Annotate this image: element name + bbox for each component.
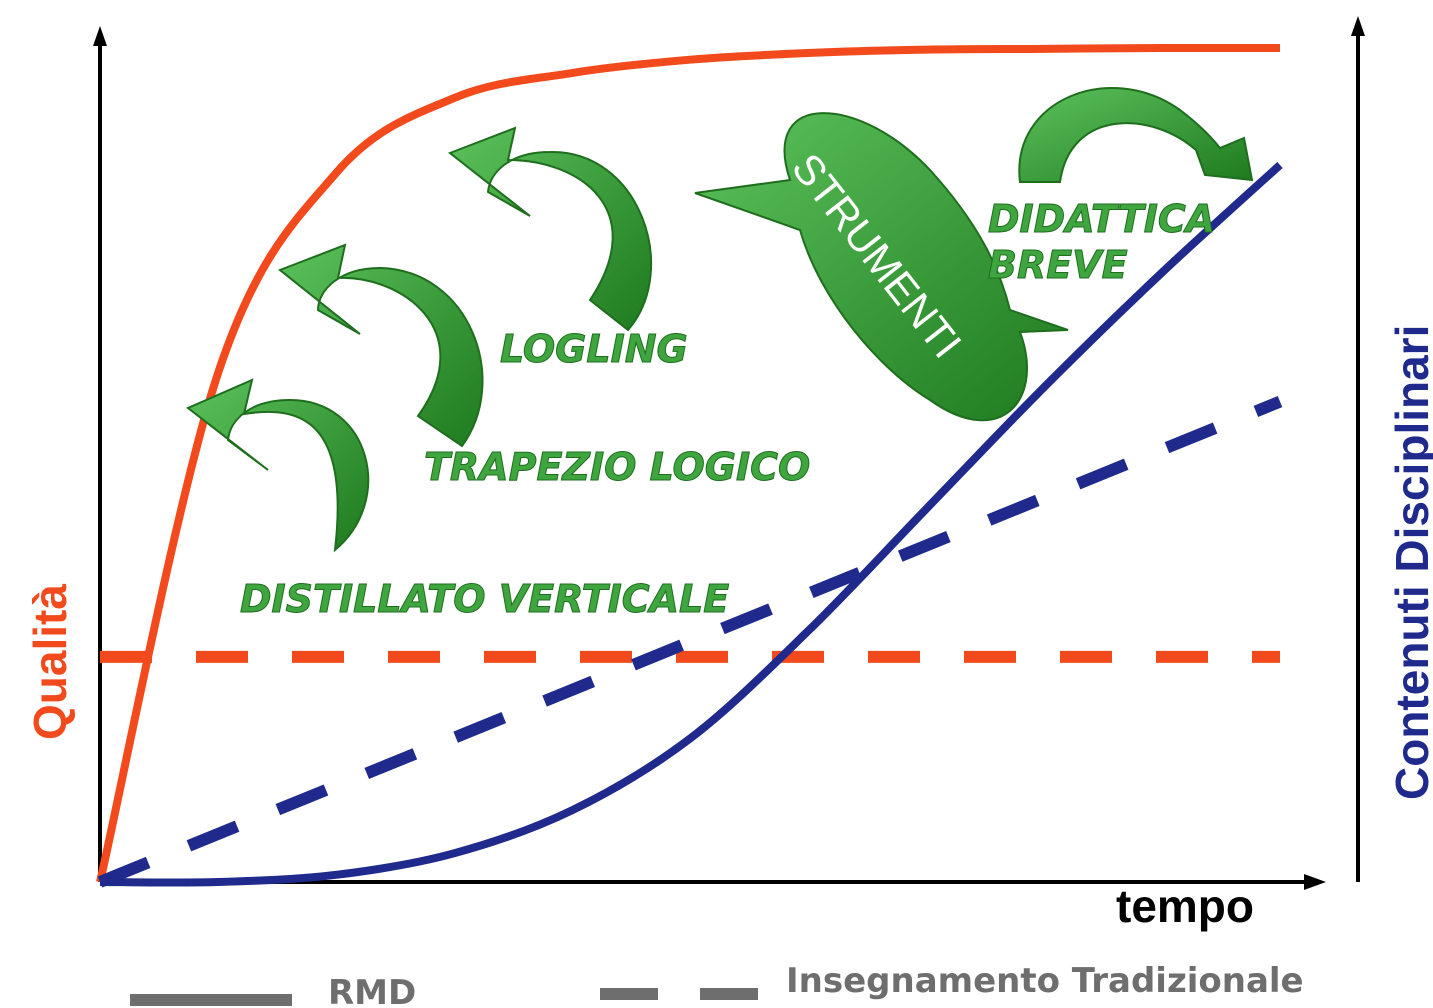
legend: RMD Insegnamento Tradizionale — [130, 961, 1304, 1008]
annotation-logling: LOGLING — [500, 327, 688, 371]
y-axis-right-title: Contenuti Disciplinari — [1386, 325, 1433, 800]
arrow-logling-icon — [447, 126, 652, 332]
y-axis-left-title: Qualità — [24, 584, 76, 740]
series-0-left-solid-line — [96, 43, 1281, 883]
series-2-right-solid-line — [99, 162, 1283, 887]
annotation-breve: BREVE — [988, 243, 1128, 287]
annotation-distillato: DISTILLATO VERTICALE — [240, 577, 729, 621]
strumenti-balloon-icon — [694, 112, 1069, 422]
legend-label-rmd: RMD — [328, 973, 416, 1008]
y-axis-left-arrow — [93, 26, 107, 46]
series-layer — [96, 43, 1283, 888]
arrow-didattica-icon — [1018, 87, 1254, 183]
annotation-trapezio: TRAPEZIO LOGICO — [424, 445, 810, 489]
x-axis-arrow — [1304, 874, 1326, 890]
series-3-right-dashed-line — [97, 396, 1283, 888]
annotation-didattica: DIDATTICA — [988, 197, 1215, 241]
arrow-trapezio-icon — [278, 243, 484, 448]
arrow-distillato-icon — [186, 378, 370, 553]
legend-label-tradizionale: Insegnamento Tradizionale — [786, 961, 1304, 1001]
x-axis-title: tempo — [1116, 880, 1254, 932]
y-axis-right-arrow — [1351, 16, 1365, 36]
